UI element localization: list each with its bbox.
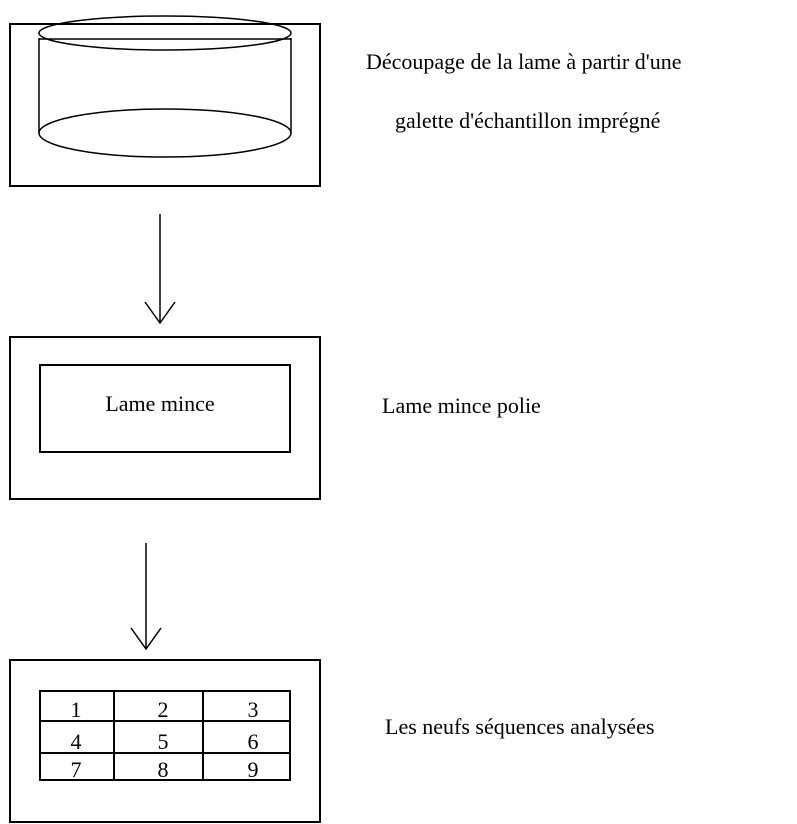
- step1-caption-line2: galette d'échantillon imprégné: [395, 108, 661, 133]
- cylinder-top-ellipse: [38, 15, 292, 51]
- step1-caption-line1: Découpage de la lame à partir d'une: [366, 49, 682, 74]
- arrow-down-icon: [144, 214, 176, 325]
- cylinder-sample-icon: [38, 15, 292, 158]
- grid-cell-2: 2: [158, 697, 169, 722]
- grid-cell-9: 9: [248, 757, 259, 782]
- step1-sample-frame: [9, 15, 321, 187]
- step2-outer-frame: [9, 336, 321, 500]
- grid-cell-1: 1: [71, 697, 82, 722]
- grid-cell-7: 7: [71, 757, 82, 782]
- sequence-grid: 1 2 3 4 5 6 7 8 9: [39, 690, 291, 782]
- step3-caption: Les neufs séquences analysées: [385, 714, 655, 739]
- step3-sequences-frame: 1 2 3 4 5 6 7 8 9: [9, 659, 321, 823]
- grid-cell-8: 8: [158, 757, 169, 782]
- grid-cell-5: 5: [158, 729, 169, 754]
- step2-thin-section-frame: Lame mince: [9, 336, 321, 500]
- grid-cell-6: 6: [248, 729, 259, 754]
- arrow-down-icon: [130, 543, 162, 651]
- step3-outer-frame: [9, 659, 321, 823]
- cylinder-bottom-ellipse: [38, 108, 292, 158]
- grid-cell-4: 4: [71, 729, 82, 754]
- thin-section-box: [39, 364, 291, 453]
- step1-outer-frame: [9, 23, 321, 187]
- thin-section-label: Lame mince: [105, 391, 214, 416]
- step2-caption: Lame mince polie: [382, 393, 541, 418]
- grid-cell-3: 3: [248, 697, 259, 722]
